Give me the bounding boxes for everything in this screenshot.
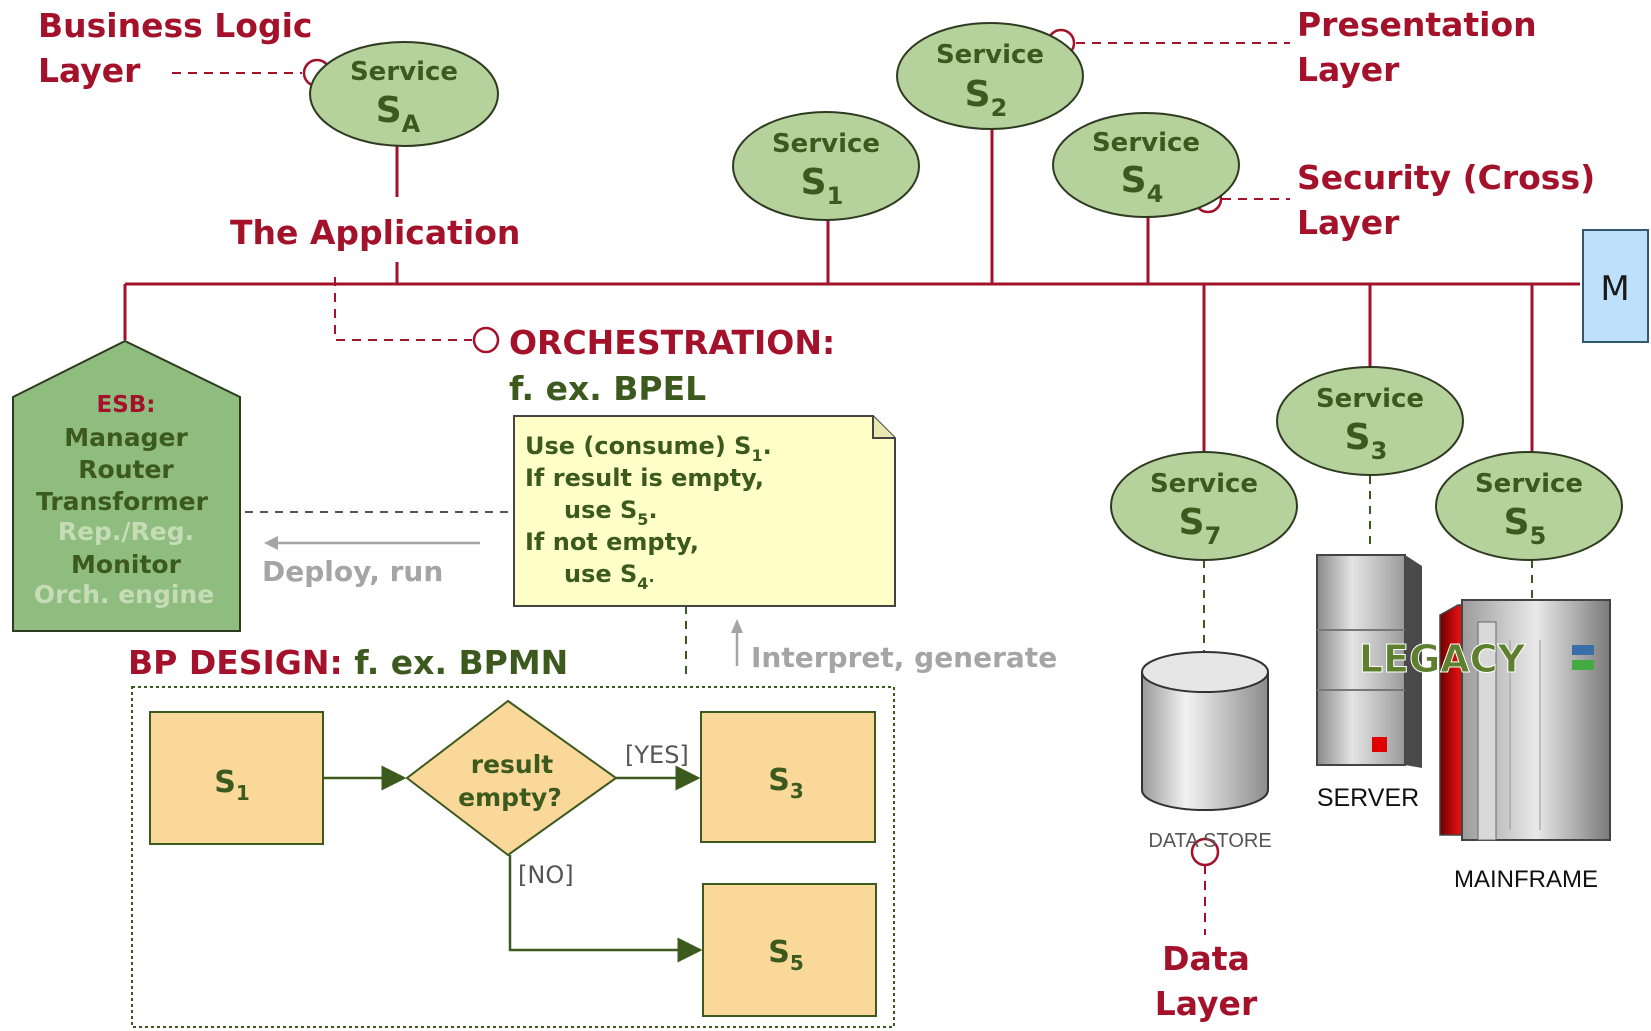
service-letter: S <box>1345 417 1371 458</box>
service-s7[interactable]: Service S7 <box>1110 451 1298 561</box>
service-letter: S <box>1121 160 1147 201</box>
presentation-layer-label: Presentation Layer <box>1297 5 1537 89</box>
bpmn-task-s3[interactable]: S3 <box>700 711 876 843</box>
bpel-note[interactable]: Use (consume) S1. If result is empty, us… <box>513 415 896 607</box>
mainframe-label: MAINFRAME <box>1454 866 1598 893</box>
service-word: Service <box>1475 469 1583 499</box>
decision-line-1: result <box>471 750 554 779</box>
service-sub: 7 <box>1205 522 1222 550</box>
server-icon <box>1316 554 1422 768</box>
svg-text:S4: S4 <box>1121 160 1164 208</box>
interpret-arrow: Interpret, generate <box>731 619 1057 674</box>
svg-text:Security (Cross): Security (Cross) <box>1297 158 1595 197</box>
security-layer-label: Security (Cross) Layer <box>1297 158 1595 242</box>
decision-line-2: empty? <box>458 783 562 812</box>
service-s5[interactable]: Service S5 <box>1435 451 1623 561</box>
svg-text:S5: S5 <box>1504 502 1547 550</box>
service-sub: 1 <box>827 182 844 210</box>
svg-text:S1: S1 <box>214 765 250 805</box>
svg-text:S2: S2 <box>965 74 1008 122</box>
service-word: Service <box>772 129 880 159</box>
bpmn-flows <box>323 765 703 963</box>
flow-no-label: [NO] <box>518 861 574 889</box>
note-line-1: Use (consume) S1. <box>525 432 772 465</box>
server-label: SERVER <box>1317 784 1419 812</box>
bpmn-task-s1[interactable]: S1 <box>149 711 324 845</box>
service-sub: 5 <box>1530 522 1547 550</box>
orchestration-title: ORCHESTRATION: <box>509 323 835 362</box>
bpmn-task-s5[interactable]: S5 <box>702 883 877 1017</box>
resource-links <box>245 476 1533 680</box>
data-layer-label: Data Layer <box>1155 939 1258 1023</box>
orchestration-sub: f. ex. BPEL <box>509 369 706 408</box>
service-sub: 2 <box>991 94 1008 122</box>
svg-text:Presentation: Presentation <box>1297 5 1537 44</box>
service-sub: A <box>402 110 421 138</box>
note-line-5: use S4. <box>564 560 655 593</box>
service-word: Service <box>936 40 1044 70</box>
business-logic-layer-label: Business Logic Layer <box>38 6 312 90</box>
note-line-4: If not empty, <box>525 528 699 556</box>
legacy-label: LEGACY <box>1359 637 1526 681</box>
service-letter: S <box>1179 502 1205 543</box>
data-store-label: DATA STORE <box>1148 830 1271 852</box>
service-letter: S <box>801 162 827 203</box>
esb-item-repository: Rep./Reg. <box>58 517 194 546</box>
esb-item-manager: Manager <box>64 423 188 452</box>
esb-item-monitor: Monitor <box>71 550 182 579</box>
monitor-label: M <box>1600 269 1629 309</box>
layer-pointers <box>172 42 1290 935</box>
deploy-arrow: Deploy, run <box>262 536 480 588</box>
data-store-icon <box>1141 651 1269 811</box>
note-line-2: If result is empty, <box>525 464 764 492</box>
service-sa[interactable]: Service SA <box>309 41 499 147</box>
svg-text:S3: S3 <box>1345 417 1388 465</box>
mainframe-icon <box>1439 599 1611 841</box>
service-s1[interactable]: Service S1 <box>732 111 920 221</box>
svg-text:SA: SA <box>376 90 421 138</box>
svg-text:Layer: Layer <box>1297 50 1400 89</box>
esb-item-transformer: Transformer <box>36 487 209 516</box>
application-label: The Application <box>230 213 520 252</box>
svg-text:Data: Data <box>1162 939 1250 978</box>
svg-text:S3: S3 <box>768 763 804 803</box>
service-letter: S <box>1504 502 1530 543</box>
service-word: Service <box>350 57 458 87</box>
service-s4[interactable]: Service S4 <box>1052 112 1240 218</box>
esb-title: ESB: <box>96 392 155 418</box>
service-letter: S <box>965 74 991 115</box>
svg-text:S5: S5 <box>768 935 804 975</box>
flow-yes-label: [YES] <box>625 741 689 769</box>
esb-item-router: Router <box>78 455 174 484</box>
esb-block[interactable]: ESB: Manager Router Transformer Rep./Reg… <box>12 339 241 632</box>
deploy-label: Deploy, run <box>262 555 443 588</box>
service-word: Service <box>1316 384 1424 414</box>
service-sub: 3 <box>1371 437 1388 465</box>
svg-text:Layer: Layer <box>1297 203 1400 242</box>
svg-text:Business Logic: Business Logic <box>38 6 312 45</box>
service-s3[interactable]: Service S3 <box>1276 366 1464 476</box>
svg-text:Layer: Layer <box>38 51 141 90</box>
interpret-label: Interpret, generate <box>751 641 1057 674</box>
service-sub: 4 <box>1147 180 1164 208</box>
service-word: Service <box>1092 128 1200 158</box>
service-s2[interactable]: Service S2 <box>896 22 1084 130</box>
service-bus <box>123 128 1580 452</box>
svg-text:S1: S1 <box>801 162 844 210</box>
bpmn-frame <box>131 686 895 1028</box>
service-word: Service <box>1150 469 1258 499</box>
service-letter: S <box>376 90 402 131</box>
esb-item-orch-engine: Orch. engine <box>34 580 214 609</box>
bp-design-title: BP DESIGN: f. ex. BPMN <box>128 643 568 682</box>
bpmn-decision[interactable]: result empty? <box>405 699 618 857</box>
monitor-box[interactable]: M <box>1582 229 1649 343</box>
note-line-3: use S5. <box>564 496 658 529</box>
svg-text:S7: S7 <box>1179 502 1222 550</box>
svg-text:Layer: Layer <box>1155 984 1258 1023</box>
